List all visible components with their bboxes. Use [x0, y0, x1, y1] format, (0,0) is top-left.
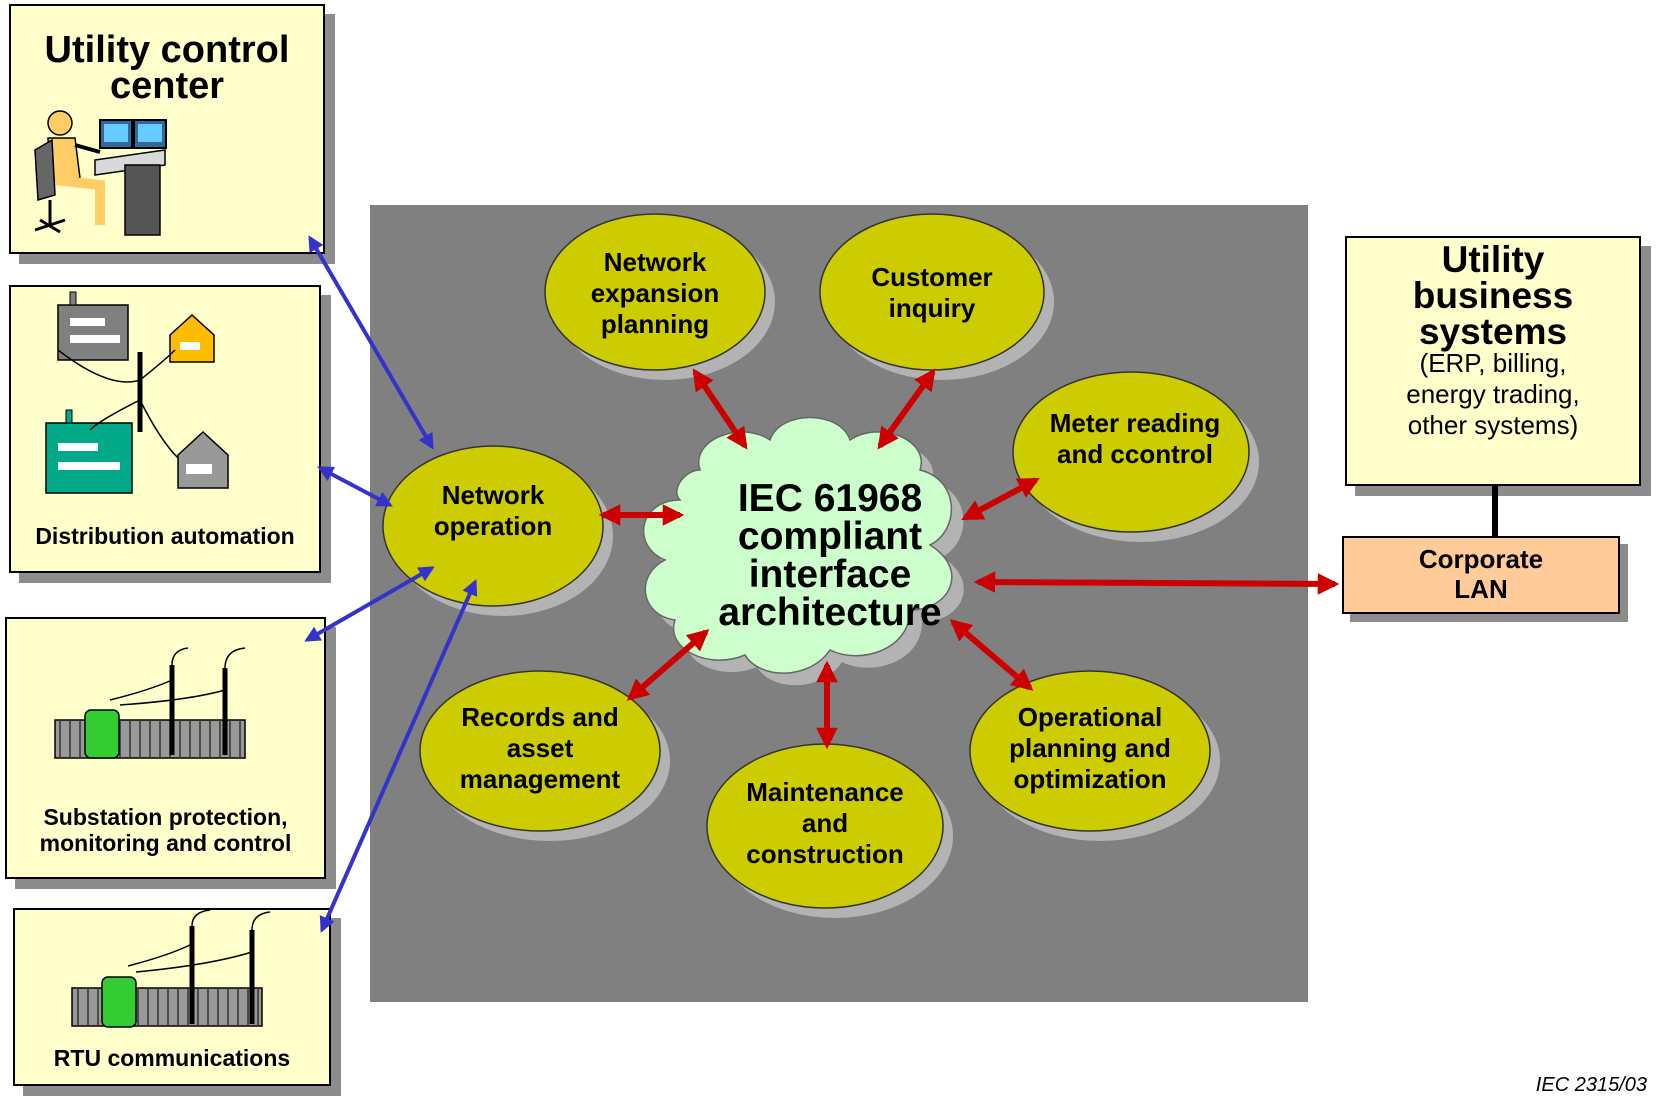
node-records-asset-management: Records and asset management [459, 702, 621, 794]
node-meter-reading: Meter reading and ccontrol [1049, 408, 1221, 469]
node-ellipses [382, 213, 1259, 918]
utility-control-center-title: Utility control center [44, 29, 290, 107]
arrow-expansion-cloud [692, 368, 748, 450]
corporate-lan-box: Corporate LAN [1342, 536, 1620, 614]
utility-business-systems-box: Utility business systems (ERP, billing, … [1345, 236, 1641, 486]
utility-business-systems-title: Utility business systems [1412, 239, 1574, 352]
core-arrows [598, 368, 1340, 750]
operator-workstation-icon [34, 110, 167, 236]
node-maintenance-construction: Maintenance and construction [746, 777, 904, 869]
arrow-rtu [319, 579, 478, 933]
rtu-icon [71, 909, 271, 1028]
arrow-meter-cloud [961, 477, 1040, 521]
arrow-records-cloud [626, 629, 710, 701]
substation-icon [54, 647, 246, 759]
arrow-cloud-lan [973, 571, 1340, 595]
arrow-substation [304, 566, 435, 642]
rtu-communications-caption: RTU communications [53, 1045, 291, 1071]
arrow-control-center [308, 235, 434, 450]
node-customer-inquiry: Customer inquiry [871, 262, 993, 323]
figure-reference: IEC 2315/03 [1535, 1074, 1647, 1096]
node-operational-planning: Operational planning and optimization [1009, 702, 1171, 794]
node-network-operation: Network operation [433, 480, 553, 541]
field-arrows [304, 235, 478, 933]
distribution-automation-caption: Distribution automation [35, 523, 295, 549]
integration-cloud [642, 416, 964, 686]
cloud-label: IEC 61968 compliant interface architectu… [718, 477, 942, 634]
distribution-network-icon [45, 291, 229, 494]
substation-caption: Substation protection, monitoring and co… [39, 804, 292, 856]
arrow-customer-cloud [877, 368, 936, 450]
arrow-operational-cloud [949, 619, 1034, 691]
utility-business-systems-subtitle: (ERP, billing, energy trading, other sys… [1406, 348, 1580, 440]
node-network-expansion-planning: Network expansion planning [590, 247, 720, 339]
arrow-distribution [317, 466, 393, 507]
corporate-lan-label: Corporate LAN [1418, 544, 1544, 604]
